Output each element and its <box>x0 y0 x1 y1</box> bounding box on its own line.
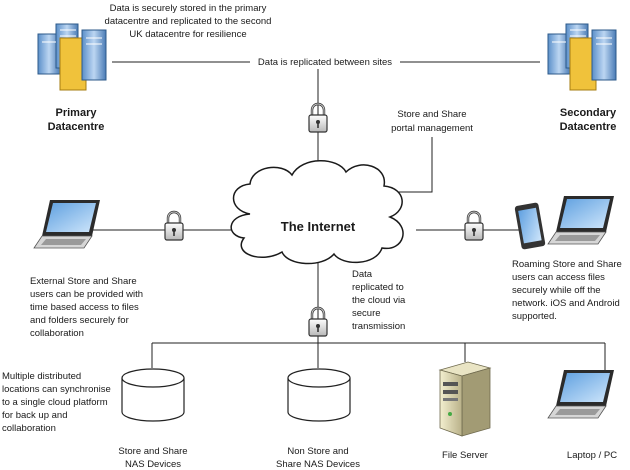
svg-text:Multiple distributed: Multiple distributed <box>2 371 81 382</box>
roaming-users-note: Roaming Store and Share users can access… <box>512 259 622 322</box>
svg-text:collaboration: collaboration <box>30 328 84 339</box>
file-server-label: File Server <box>442 450 488 461</box>
internet-label: The Internet <box>281 219 356 234</box>
file-server-icon <box>438 361 492 437</box>
svg-text:Store and Share: Store and Share <box>118 446 187 457</box>
lock-icon <box>464 210 484 241</box>
svg-text:time based access to files: time based access to files <box>30 302 139 313</box>
svg-text:NAS Devices: NAS Devices <box>125 459 181 470</box>
laptop-icon <box>547 370 614 419</box>
svg-text:locations can synchronise: locations can synchronise <box>2 384 111 395</box>
cloud-replication-note: Data replicated to the cloud via secure … <box>352 269 406 332</box>
replication-note: Data is replicated between sites <box>258 57 392 68</box>
primary-datacentre-label: Primary Datacentre <box>48 107 105 133</box>
portal-management-note: Store and Share portal management <box>391 109 473 134</box>
svg-text:Secondary: Secondary <box>560 107 617 119</box>
svg-text:Datacentre: Datacentre <box>48 121 105 133</box>
svg-text:UK datacentre for resilience: UK datacentre for resilience <box>129 29 246 40</box>
nas-non-store-share-label: Non Store and Share NAS Devices <box>276 446 360 470</box>
svg-text:datacentre and replicated to t: datacentre and replicated to the second <box>105 16 272 27</box>
svg-text:transmission: transmission <box>352 321 405 332</box>
svg-text:supported.: supported. <box>512 311 557 322</box>
lock-icon <box>308 102 328 133</box>
svg-text:Primary: Primary <box>56 107 98 119</box>
svg-text:Roaming Store and Share: Roaming Store and Share <box>512 259 622 270</box>
svg-text:portal management: portal management <box>391 123 473 134</box>
server-rack-icon <box>547 23 617 91</box>
svg-text:Store and Share: Store and Share <box>397 109 466 120</box>
svg-text:users can be provided with: users can be provided with <box>30 289 143 300</box>
svg-text:Data: Data <box>352 269 373 280</box>
svg-text:and folders securely for: and folders securely for <box>30 315 129 326</box>
svg-text:users can access files: users can access files <box>512 272 605 283</box>
svg-text:to a single cloud platform: to a single cloud platform <box>2 397 108 408</box>
laptop-pc-label: Laptop / PC <box>567 450 617 461</box>
server-rack-icon <box>37 23 107 91</box>
laptop-icon <box>33 200 100 249</box>
tablet-icon <box>514 202 546 250</box>
svg-text:securely while off the: securely while off the <box>512 285 601 296</box>
svg-text:for back up and: for back up and <box>2 410 68 421</box>
lock-icon <box>308 306 328 337</box>
svg-text:the cloud via: the cloud via <box>352 295 406 306</box>
laptop-icon <box>547 196 614 245</box>
svg-text:collaboration: collaboration <box>2 423 56 434</box>
internet-cloud: The Internet <box>230 160 404 265</box>
nas-device-icon <box>121 368 185 422</box>
nas-store-share-label: Store and Share NAS Devices <box>118 446 187 470</box>
svg-text:External Store and Share: External Store and Share <box>30 276 137 287</box>
secondary-datacentre-label: Secondary Datacentre <box>560 107 617 133</box>
svg-text:Share NAS Devices: Share NAS Devices <box>276 459 360 470</box>
external-users-note: External Store and Share users can be pr… <box>30 276 143 339</box>
svg-text:network. iOS and Android: network. iOS and Android <box>512 298 620 309</box>
lock-icon <box>164 210 184 241</box>
nas-device-icon <box>287 368 351 422</box>
storage-note: Data is securely stored in the primary d… <box>105 3 272 40</box>
svg-text:replicated to: replicated to <box>352 282 404 293</box>
svg-text:Data is securely stored in the: Data is securely stored in the primary <box>110 3 267 14</box>
svg-text:secure: secure <box>352 308 381 319</box>
svg-text:Non Store and: Non Store and <box>287 446 348 457</box>
svg-text:Datacentre: Datacentre <box>560 121 617 133</box>
sync-locations-note: Multiple distributed locations can synch… <box>2 371 111 434</box>
